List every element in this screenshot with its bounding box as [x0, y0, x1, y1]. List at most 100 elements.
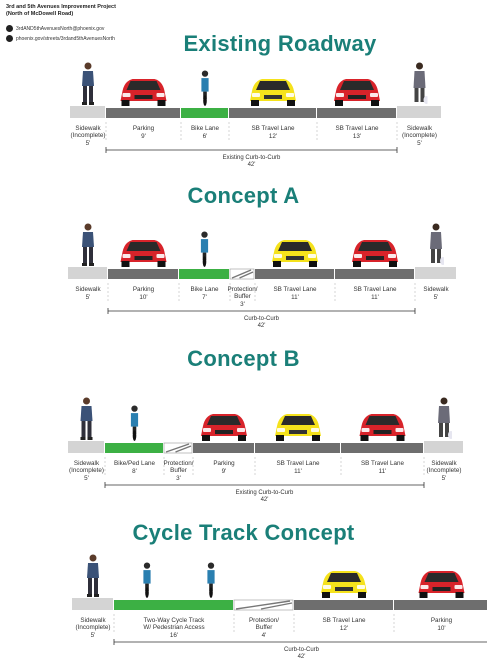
segment-width: 16' [170, 632, 178, 639]
travel-car-icon [359, 414, 406, 441]
travel-car-icon [275, 414, 321, 441]
segment-surface [72, 598, 113, 610]
segment-width: 5' [84, 475, 89, 482]
segment-width: 5' [442, 475, 447, 482]
segment-surface [68, 267, 107, 279]
segment-label: Sidewalk(Incomplete) [402, 125, 437, 139]
project-title: 3rd and 5th Avenues Improvement Project … [6, 4, 116, 18]
segment-label: Parking [213, 460, 235, 467]
segment-width: 9' [141, 133, 146, 140]
segment-label: SB Travel Lane [353, 286, 397, 293]
email-row: 3rdAND5thAvenuesNorth@phoenix.gov [6, 25, 104, 32]
travel-car-icon [250, 79, 296, 106]
segment-label: SB Travel Lane [322, 617, 366, 624]
segment-width: 3' [240, 301, 245, 308]
curb-to-curb-width: 42' [248, 162, 256, 168]
section-title-cycle-track: Cycle Track Concept [132, 520, 355, 545]
segment-label: Parking [431, 617, 453, 624]
travel-car-icon [272, 240, 318, 267]
pedestrian-icon [430, 223, 444, 265]
pedestrian-icon [438, 397, 452, 439]
email-address[interactable]: 3rdAND5thAvenuesNorth@phoenix.gov [16, 25, 105, 32]
segment-label: SB Travel Lane [251, 125, 295, 132]
curb-to-curb-label: Existing Curb-to-Curb [236, 490, 294, 496]
curb-to-curb-label: Existing Curb-to-Curb [223, 155, 281, 161]
travel-car-icon [334, 79, 380, 106]
segment-width: 11' [379, 468, 387, 475]
segment-label: SB Travel Lane [273, 286, 317, 293]
segment-width: 6' [203, 133, 208, 140]
segment-width: 10' [139, 294, 147, 301]
travel-car-icon [321, 571, 367, 598]
pedestrian-icon [82, 223, 94, 266]
segment-width: 12' [340, 625, 348, 632]
segment-width: 5' [91, 632, 96, 639]
cyclist-icon [130, 405, 139, 441]
curb-to-curb-width: 42' [258, 323, 266, 329]
pedestrian-icon [80, 397, 93, 440]
cross-section-2 [68, 397, 463, 488]
segment-surface [255, 269, 334, 279]
segment-surface [424, 441, 463, 453]
segment-surface [415, 267, 456, 279]
segment-width: 4' [262, 632, 267, 639]
segment-surface [394, 600, 487, 610]
curb-to-curb-width: 42' [261, 497, 269, 503]
segment-width: 11' [291, 294, 299, 301]
segment-width: 11' [371, 294, 379, 301]
segment-label: SB Travel Lane [361, 460, 405, 467]
segment-surface [193, 443, 254, 453]
segment-surface [317, 108, 396, 118]
pedestrian-icon [82, 62, 94, 105]
segment-surface [341, 443, 423, 453]
segment-label: Sidewalk(Incomplete) [76, 617, 111, 631]
web-icon [6, 35, 13, 42]
segment-label: Sidewalk(Incomplete) [427, 460, 462, 474]
segment-label: Bike Lane [191, 125, 220, 132]
buffer-hatch [165, 443, 190, 453]
curb-to-curb-label: Curb-to-Curb [284, 647, 320, 653]
segment-label: Sidewalk [423, 286, 449, 293]
segment-label: Parking [133, 286, 155, 293]
cross-section-3 [72, 554, 487, 645]
buffer-hatch [239, 271, 254, 279]
segment-surface [397, 106, 441, 118]
buffer-hatch [235, 600, 291, 610]
parked-car-icon [201, 414, 247, 441]
cyclist-icon [207, 562, 215, 598]
segment-label: Bike Lane [190, 286, 219, 293]
segment-label: Sidewalk [75, 286, 101, 293]
segment-label: Bike/Ped Lane [114, 460, 155, 467]
pedestrian-icon [87, 554, 99, 597]
email-icon [6, 25, 13, 32]
segment-surface [105, 443, 163, 453]
project-title-line1: 3rd and 5th Avenues Improvement Project [6, 4, 116, 10]
segment-surface [255, 443, 340, 453]
segment-surface [106, 108, 180, 118]
buffer-hatch [175, 445, 192, 453]
cyclist-icon [201, 70, 209, 106]
segment-width: 9' [222, 468, 227, 475]
segment-width: 3' [176, 475, 181, 482]
segment-label: SB Travel Lane [335, 125, 379, 132]
segment-surface [335, 269, 414, 279]
pedestrian-icon [413, 62, 428, 104]
curb-to-curb-label: Curb-to-Curb [244, 316, 280, 322]
segment-label: Protection/Buffer [163, 460, 193, 474]
section-title-concept-a: Concept A [187, 183, 300, 208]
segment-label: Protection/Buffer [249, 617, 279, 631]
segment-surface [68, 441, 104, 453]
segment-surface [114, 600, 233, 610]
segment-width: 12' [269, 133, 277, 140]
segment-surface [294, 600, 393, 610]
segment-width: 10' [437, 625, 445, 632]
curb-to-curb-width: 42' [298, 654, 306, 660]
segment-surface [70, 106, 105, 118]
project-url[interactable]: phoenix.gov/streets/3rdand5thAvenuesNort… [16, 35, 115, 42]
project-title-line2: (North of McDowell Road) [6, 11, 74, 17]
segment-width: 8' [132, 468, 137, 475]
url-row: phoenix.gov/streets/3rdand5thAvenuesNort… [6, 35, 115, 42]
travel-car-icon [352, 240, 398, 267]
